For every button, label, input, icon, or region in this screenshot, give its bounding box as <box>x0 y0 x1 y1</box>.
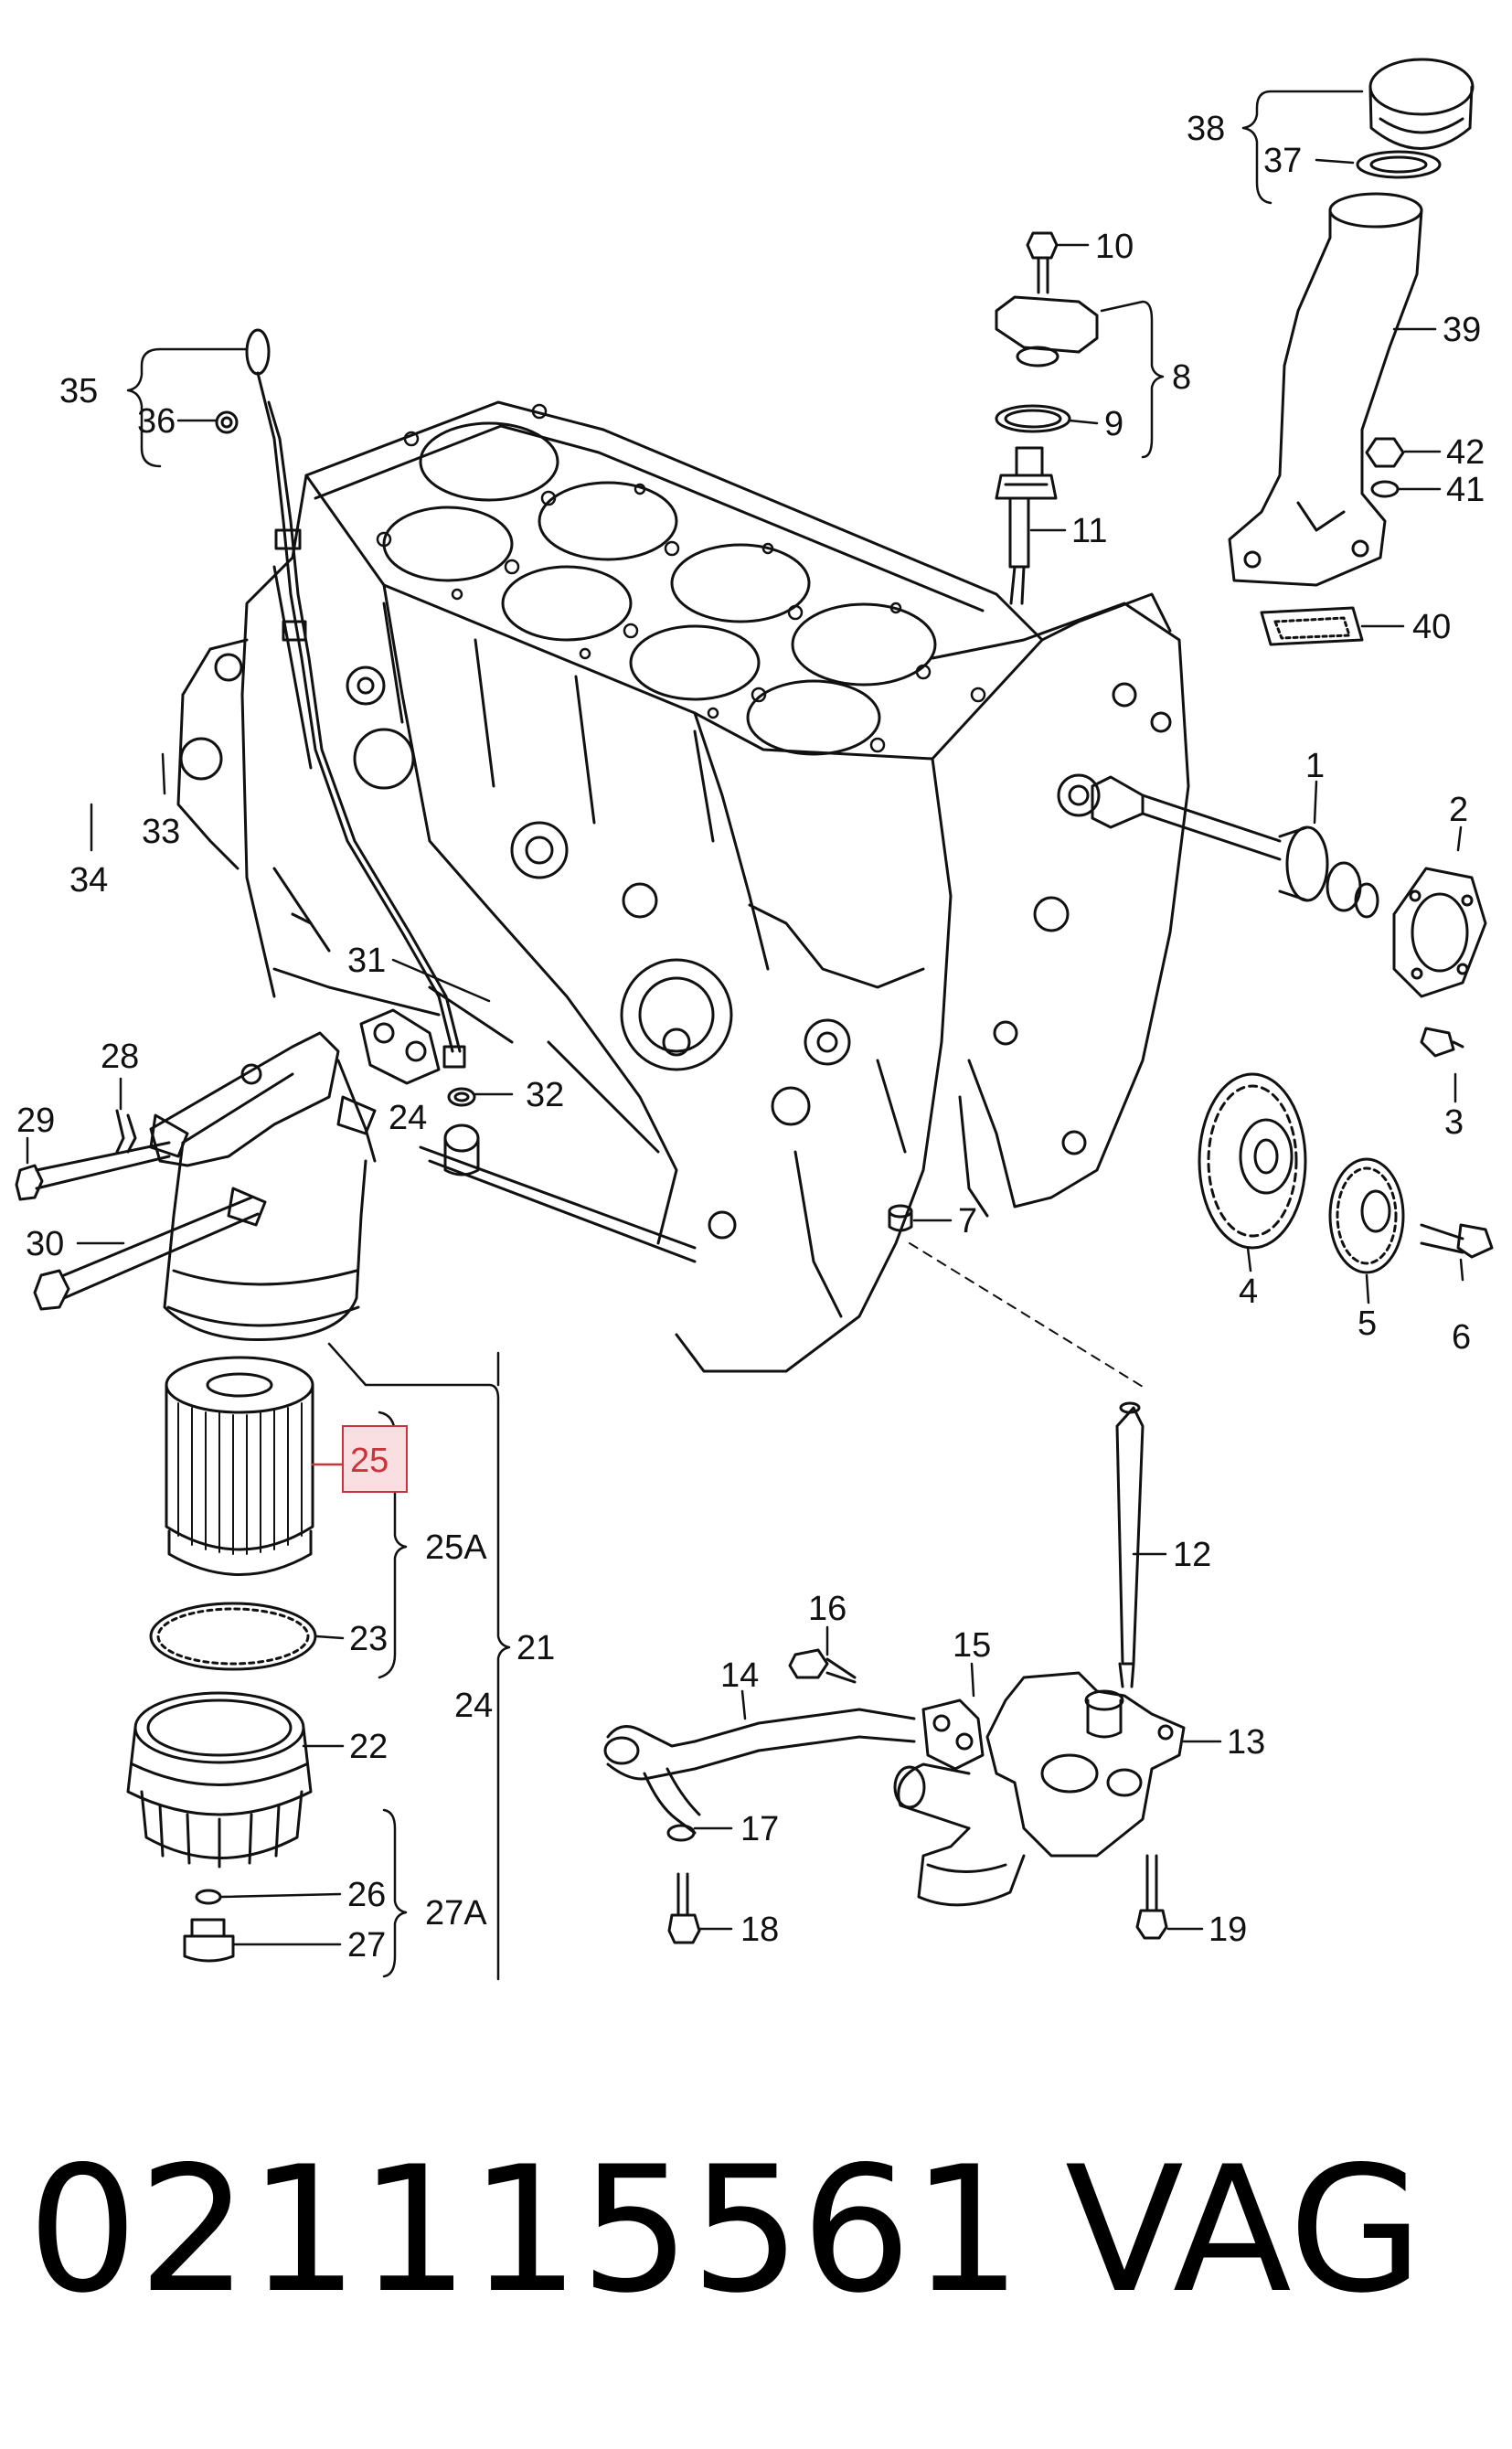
dowel-sleeve <box>888 1204 913 1232</box>
bracket-bolt-upper <box>15 1141 171 1201</box>
callout-1: 1 <box>1305 747 1325 785</box>
tube-seal-ring <box>447 1087 476 1107</box>
pickup-tube <box>603 1708 916 1835</box>
pump-drive-shaft <box>1115 1401 1145 1688</box>
callout-28: 28 <box>101 1038 139 1076</box>
callout-27: 27 <box>347 1926 386 1965</box>
oil-filter-element <box>165 1356 314 1576</box>
pump-bolt <box>1135 1854 1168 1940</box>
pickup-bolt <box>788 1648 857 1684</box>
callout-31: 31 <box>347 942 386 980</box>
callout-22: 22 <box>349 1728 388 1766</box>
callout-24-housing: 24 <box>454 1687 493 1725</box>
flange-bolt <box>1420 1027 1464 1058</box>
callout-7: 7 <box>958 1202 977 1240</box>
callout-25: 25 <box>350 1442 389 1480</box>
callout-25A: 25A <box>425 1528 487 1567</box>
callout-labels: 1 2 3 4 5 6 7 8 9 10 11 12 13 14 15 16 1… <box>16 110 1485 1965</box>
callout-8: 8 <box>1172 358 1191 397</box>
callout-5: 5 <box>1358 1304 1377 1343</box>
filler-washer <box>1370 480 1400 498</box>
callout-36: 36 <box>137 402 176 441</box>
callout-17: 17 <box>740 1810 779 1848</box>
cooler-tube <box>419 1123 697 1263</box>
callout-19: 19 <box>1209 1911 1247 1949</box>
filter-housing <box>163 1141 367 1342</box>
leader-dowel-dashed <box>909 1242 1148 1390</box>
pickup-washer <box>666 1824 696 1842</box>
oil-pump <box>893 1671 1186 1907</box>
callout-10: 10 <box>1095 228 1134 266</box>
oil-dipstick <box>245 328 466 1069</box>
drive-sprocket <box>1198 1072 1307 1250</box>
oil-filler-cap <box>1368 58 1475 150</box>
breather-o-ring <box>995 404 1071 433</box>
callout-15: 15 <box>953 1626 991 1665</box>
callout-40: 40 <box>1412 608 1451 646</box>
small-sprocket <box>1328 1157 1405 1274</box>
callout-41: 41 <box>1446 471 1485 509</box>
callout-34: 34 <box>69 861 108 900</box>
brand-name: VAG <box>1065 2129 1423 2331</box>
callout-29: 29 <box>16 1102 55 1140</box>
callout-21: 21 <box>516 1629 555 1667</box>
highlight-box-25 <box>342 1425 408 1493</box>
bracket-cotter-pin <box>115 1109 137 1154</box>
callout-37: 37 <box>1263 142 1302 180</box>
callout-13: 13 <box>1227 1723 1265 1762</box>
callout-33: 33 <box>142 813 180 851</box>
callout-14: 14 <box>720 1656 759 1695</box>
callout-16: 16 <box>808 1590 847 1628</box>
callout-11: 11 <box>1071 512 1107 550</box>
oil-filler-neck <box>1228 192 1423 587</box>
drive-gear-shaft <box>995 446 1058 605</box>
callout-24-flange: 24 <box>389 1099 427 1137</box>
callout-9: 9 <box>1104 405 1123 443</box>
callout-38: 38 <box>1187 110 1225 148</box>
callout-6: 6 <box>1452 1318 1471 1357</box>
callout-32: 32 <box>526 1076 564 1114</box>
filler-neck-gasket <box>1260 606 1364 646</box>
filter-cap <box>126 1691 313 1869</box>
intermediate-shaft <box>1091 775 1379 919</box>
head-bolt-holes <box>376 403 986 753</box>
drain-plug <box>183 1918 235 1963</box>
oil-filter-bracket <box>149 1031 377 1167</box>
callout-27A: 27A <box>425 1894 487 1933</box>
callout-42: 42 <box>1446 433 1485 472</box>
dipstick-clip-ring <box>215 410 239 434</box>
engine-block <box>176 400 1190 1373</box>
leader-lines <box>26 90 1464 1981</box>
drain-plug-seal <box>195 1889 222 1905</box>
bracket-sleeve <box>149 1095 377 1227</box>
breather-bolt <box>1026 231 1059 294</box>
callout-35: 35 <box>59 372 98 410</box>
callout-30: 30 <box>26 1225 64 1263</box>
shaft-flange <box>1392 867 1487 998</box>
parts-diagram: 1 2 3 4 5 6 7 8 9 10 11 12 13 14 15 16 1… <box>15 58 1494 1981</box>
callout-18: 18 <box>740 1911 779 1949</box>
pump-gasket <box>921 1698 985 1771</box>
cylinder-bores <box>382 421 937 756</box>
breather-cover <box>995 295 1099 367</box>
callout-23: 23 <box>349 1620 388 1658</box>
pickup-tube-bolt <box>667 1872 701 1944</box>
filler-cap-seal <box>1356 150 1442 179</box>
part-caption: 021115561 VAG <box>27 2130 1508 2331</box>
callout-12: 12 <box>1173 1536 1211 1574</box>
filter-o-ring <box>149 1602 317 1671</box>
flange-gasket <box>359 1008 441 1085</box>
callout-2: 2 <box>1449 791 1468 829</box>
callout-4: 4 <box>1239 1272 1258 1311</box>
callout-39: 39 <box>1443 311 1481 349</box>
callout-3: 3 <box>1444 1103 1464 1142</box>
filler-nut <box>1365 437 1405 468</box>
sprocket-bolt <box>1420 1223 1494 1259</box>
callout-26: 26 <box>347 1876 386 1914</box>
part-number: 021115561 <box>27 2129 1022 2331</box>
bracket-bolt-lower <box>33 1196 260 1311</box>
